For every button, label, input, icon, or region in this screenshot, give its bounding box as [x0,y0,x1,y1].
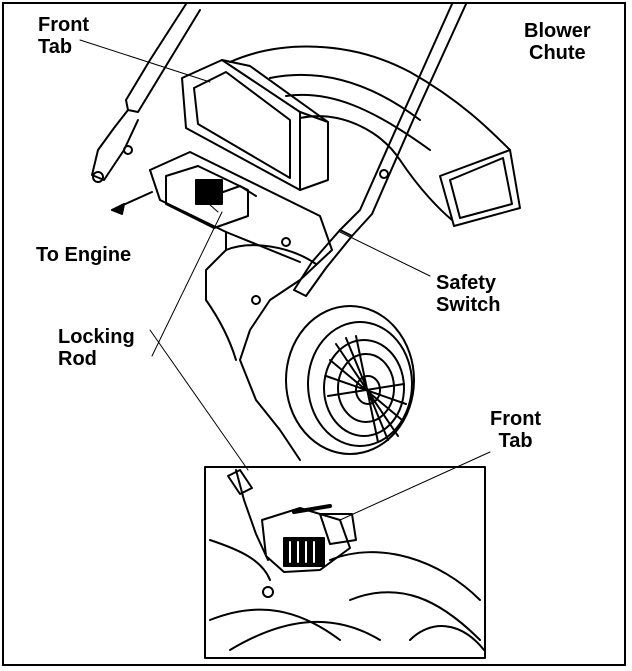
label-front-tab-top: Front Tab [38,14,89,58]
mower-chassis [149,151,333,461]
label-safety-switch-line2: Switch [436,294,501,316]
inset-detail [204,466,486,659]
label-front-tab-inset-line2: Tab [498,430,533,452]
label-front-tab-inset: Front Tab [490,408,541,452]
label-to-engine: To Engine [36,244,132,266]
bail-bracket [181,59,329,191]
label-blower-chute: Blower Chute [524,20,591,64]
label-blower-chute-line1: Blower [524,20,591,42]
leader-lines [79,39,491,521]
label-safety-switch-line1: Safety [436,272,497,294]
label-front-tab-inset-line1: Front [490,408,542,430]
label-front-tab-top-line1: Front [38,14,90,36]
diagram-frame [2,2,626,666]
blower-chute [229,45,521,227]
label-front-tab-top-line2: Tab [38,36,73,58]
label-safety-switch: Safety Switch [436,272,500,316]
rear-wheel [285,305,415,455]
label-locking-rod-line1: Locking [58,326,135,348]
left-handle [91,3,201,183]
safety-switch-assembly [111,165,257,229]
label-locking-rod-line2: Rod [58,348,97,370]
label-blower-chute-line2: Chute [529,42,586,64]
label-locking-rod: Locking Rod [58,326,135,370]
